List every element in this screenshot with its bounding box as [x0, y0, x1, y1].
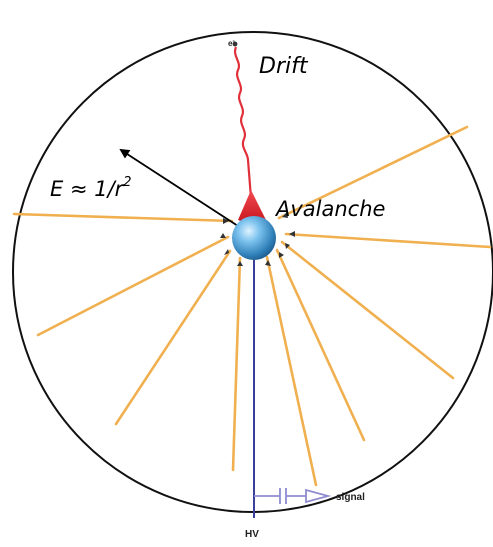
- readout-circuit: [254, 488, 332, 504]
- field-line: [275, 248, 366, 442]
- field-arrowhead: [265, 260, 271, 266]
- field-label-exponent: 2: [123, 175, 131, 190]
- field-line: [265, 255, 318, 487]
- field-arrowhead: [220, 233, 226, 238]
- signal-label: signal: [336, 492, 365, 503]
- signal-arrow-icon: [305, 488, 332, 504]
- drift-label: Drift: [259, 54, 309, 79]
- drift-path: [234, 46, 253, 199]
- field-arrowhead: [224, 249, 229, 255]
- field-arrowhead: [223, 218, 229, 224]
- electron-label: e-: [228, 38, 235, 48]
- field-label: E ≈ 1/r2: [50, 175, 132, 201]
- field-arrowhead: [282, 212, 288, 218]
- anode-sphere: [232, 216, 276, 260]
- field-line: [277, 125, 469, 220]
- field-line: [231, 256, 242, 472]
- avalanche-cone: [238, 190, 266, 223]
- field-arrowhead: [289, 231, 295, 237]
- field-line: [280, 240, 455, 380]
- field-arrowhead: [285, 243, 290, 249]
- field-arrowhead: [237, 261, 243, 266]
- electron-label-exponent: -: [232, 38, 235, 45]
- electron-dot: [232, 41, 238, 47]
- avalanche-label: Avalanche: [274, 197, 385, 221]
- field-line: [284, 232, 492, 249]
- field-label-main: E ≈ 1/r: [50, 177, 125, 201]
- field-arrowheads: [220, 212, 295, 266]
- field-line: [114, 249, 232, 426]
- hv-label: HV: [245, 529, 259, 540]
- field-line: [36, 235, 230, 337]
- field-arrowhead: [279, 252, 284, 258]
- field-lines: [12, 125, 492, 487]
- field-line: [12, 212, 234, 223]
- field-arrow: [119, 148, 239, 227]
- electron-label-main: e: [228, 39, 233, 48]
